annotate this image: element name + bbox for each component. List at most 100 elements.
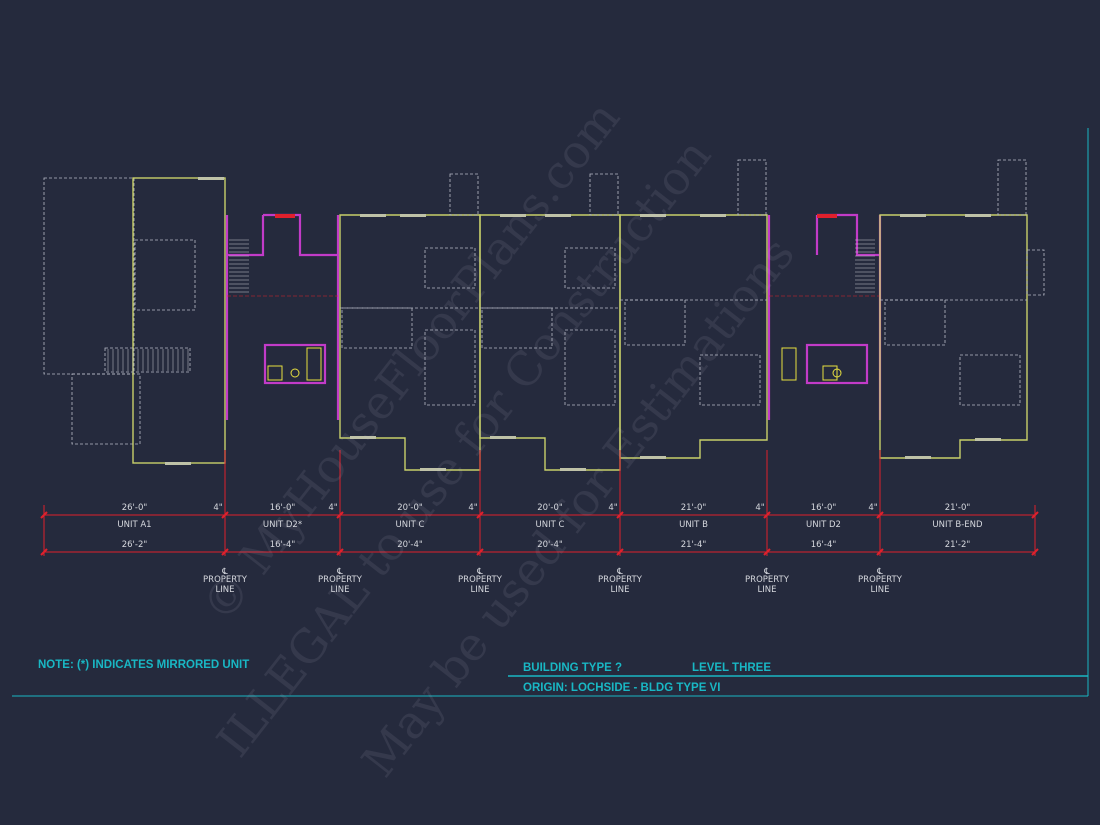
dimension-tick	[476, 548, 484, 556]
toilet	[832, 368, 842, 378]
property-line-label: LINE	[871, 585, 890, 595]
dimension-tick	[763, 511, 771, 519]
unit-c-bath	[424, 247, 476, 289]
dimension-outer-width: 20'-4"	[537, 540, 563, 550]
dimension-party-wall: 4"	[328, 503, 337, 513]
unit-label: UNIT B-END	[932, 520, 983, 530]
centerline-symbol: ℄	[221, 567, 228, 577]
window	[490, 436, 516, 439]
unit-d2-party-walls	[225, 213, 340, 420]
title-block-frame	[12, 128, 1089, 697]
property-line-label: LINE	[216, 585, 235, 595]
unit-label: UNIT D2*	[263, 520, 302, 530]
centerline-symbol: ℄	[616, 567, 623, 577]
dimension-inner-width: 16'-0"	[811, 503, 837, 513]
centerline-symbol: ℄	[876, 567, 883, 577]
window	[350, 436, 376, 439]
window	[965, 214, 991, 217]
stair	[104, 347, 191, 373]
unit-c-projection	[449, 173, 479, 216]
dimension-tick	[40, 548, 48, 556]
window	[975, 438, 1001, 441]
building-type-label: BUILDING TYPE ?	[523, 662, 622, 674]
sink	[822, 365, 838, 381]
window	[545, 214, 571, 217]
window	[900, 214, 926, 217]
unit-c-projection	[589, 173, 619, 216]
unit-c-stair	[564, 329, 616, 406]
dimension-outer-width: 16'-4"	[270, 540, 296, 550]
dimension-inner-width: 20'-0"	[397, 503, 423, 513]
centerline-symbol: ℄	[336, 567, 343, 577]
level-label: LEVEL THREE	[692, 662, 771, 674]
dimension-tick	[476, 511, 484, 519]
unit-b-bath	[959, 354, 1021, 406]
window	[400, 214, 426, 217]
origin-label: ORIGIN: LOCHSIDE - BLDG TYPE VI	[523, 682, 720, 694]
dimension-tick	[1031, 511, 1039, 519]
unit-b-bath	[699, 354, 761, 406]
dimension-tick	[221, 548, 229, 556]
unit-label: UNIT C	[396, 520, 425, 530]
dimension-tick	[876, 511, 884, 519]
dimension-party-wall: 4"	[868, 503, 877, 513]
dimension-tick	[336, 548, 344, 556]
window	[198, 177, 224, 180]
unit-a1-wall	[132, 177, 226, 464]
dimension-tick	[1031, 548, 1039, 556]
unit-c-bath	[564, 247, 616, 289]
unit-a1-outline	[71, 373, 141, 445]
dimension-tick	[616, 548, 624, 556]
dimension-tick	[616, 511, 624, 519]
property-line-label: PROPERTY	[598, 575, 643, 585]
dimension-inner-width: 16'-0"	[270, 503, 296, 513]
unit-b-bath	[884, 299, 946, 346]
unit-label: UNIT A1	[117, 520, 151, 530]
toilet	[290, 368, 300, 378]
dimension-tick	[336, 511, 344, 519]
window	[500, 214, 526, 217]
property-line-label: LINE	[611, 585, 630, 595]
dimension-tick	[40, 511, 48, 519]
window	[360, 214, 386, 217]
property-line-label: PROPERTY	[858, 575, 903, 585]
dimension-outer-width: 21'-2"	[945, 540, 971, 550]
window	[640, 456, 666, 459]
window	[700, 214, 726, 217]
unit-a1-room	[134, 239, 196, 311]
unit-c-stair	[424, 329, 476, 406]
unit-a1-outline	[43, 177, 135, 375]
unit-b-wall	[879, 214, 1028, 459]
dimension-outer-width: 21'-4"	[681, 540, 707, 550]
window	[905, 456, 931, 459]
unit-d2-bath	[805, 343, 869, 385]
dimension-outer-width: 16'-4"	[811, 540, 837, 550]
dimension-outer-width: 20'-4"	[397, 540, 423, 550]
property-line-label: PROPERTY	[203, 575, 248, 585]
mirrored-unit-note: NOTE: (*) INDICATES MIRRORED UNIT	[38, 659, 249, 671]
unit-label: UNIT D2	[806, 520, 841, 530]
property-line-label: LINE	[331, 585, 350, 595]
dimension-party-wall: 4"	[755, 503, 764, 513]
dimension-outer-width: 26'-2"	[122, 540, 148, 550]
centerline-symbol: ℄	[476, 567, 483, 577]
dimension-party-wall: 4"	[608, 503, 617, 513]
dimension-tick	[763, 548, 771, 556]
dimension-party-wall: 4"	[468, 503, 477, 513]
centerline-symbol: ℄	[763, 567, 770, 577]
bathtub	[306, 347, 322, 381]
window	[560, 468, 586, 471]
dimension-party-wall: 4"	[213, 503, 222, 513]
unit-label: UNIT B	[679, 520, 708, 530]
bathtub	[781, 347, 797, 381]
window	[420, 468, 446, 471]
unit-b-projection	[997, 159, 1027, 216]
dimension-tick	[221, 511, 229, 519]
dimension-inner-width: 21'-0"	[945, 503, 971, 513]
unit-label: UNIT C	[536, 520, 565, 530]
property-line-label: LINE	[758, 585, 777, 595]
dimension-tick	[876, 548, 884, 556]
